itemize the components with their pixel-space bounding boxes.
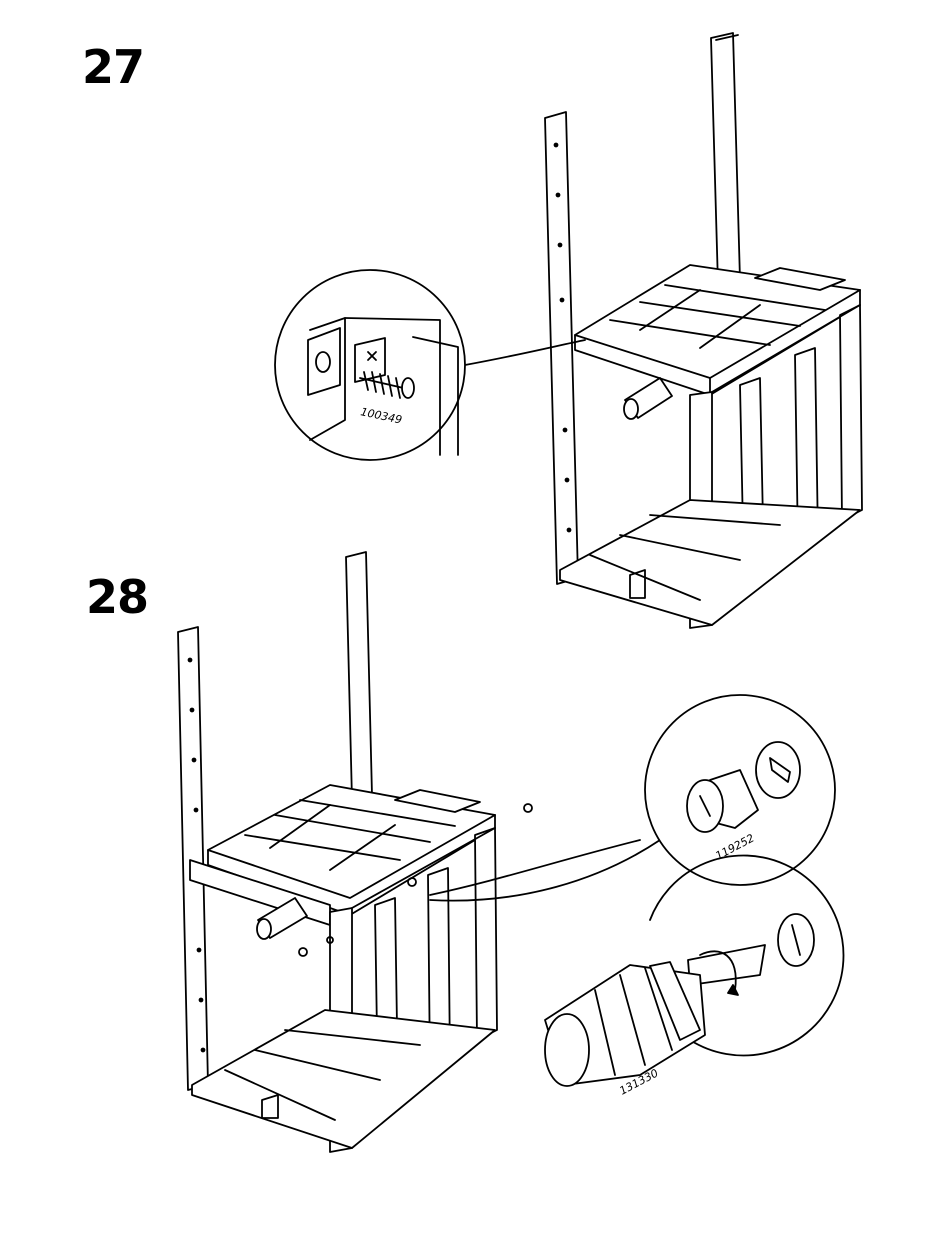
step-28-frame-drawing: 119252 131330 <box>178 552 843 1152</box>
step-27-frame-drawing: 100349 <box>275 33 862 628</box>
